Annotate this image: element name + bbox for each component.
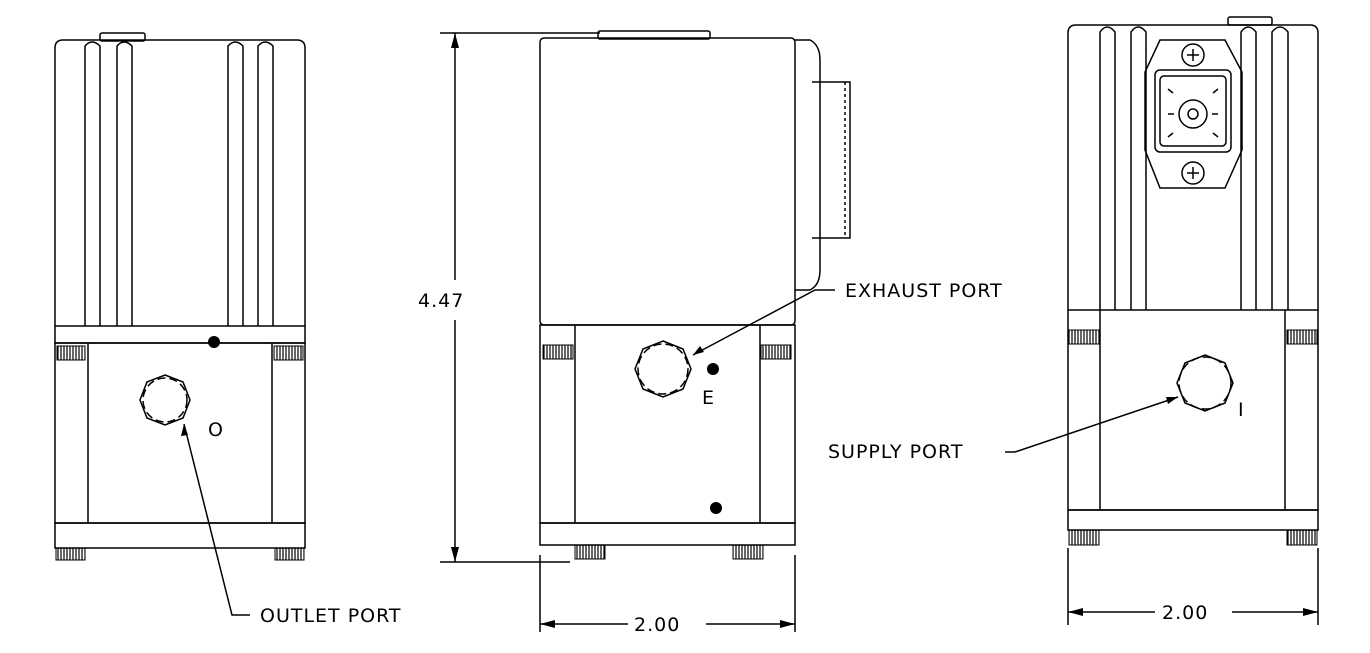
base-plate (1067, 509, 1319, 531)
supply-port-icon (1176, 354, 1234, 412)
knurled-screw (56, 345, 86, 361)
middle-view: E EXHAUST PORT 4.47 2.00 (418, 30, 1003, 636)
mounting-hole (707, 363, 719, 375)
manifold-block (54, 342, 306, 524)
knurled-screw (1286, 329, 1318, 345)
exhaust-leader (692, 289, 835, 356)
width-dimension: 2.00 (539, 555, 796, 636)
foot (55, 547, 86, 561)
foot (274, 547, 305, 561)
width-value: 2.00 (634, 614, 680, 636)
foot (1286, 529, 1318, 546)
screw-icon (1181, 161, 1205, 185)
width-value: 2.00 (1162, 602, 1208, 624)
base-plate (539, 522, 796, 546)
outlet-port-letter: O (208, 419, 224, 441)
top-tab (597, 30, 711, 40)
left-view: O OUTLET PORT (54, 32, 402, 627)
electrical-connector (1144, 39, 1243, 189)
outlet-port-icon (139, 374, 191, 426)
screw-icon (1181, 43, 1205, 67)
upper-body (1067, 24, 1319, 310)
mounting-hole (710, 502, 722, 514)
knurled-screw (273, 345, 304, 361)
exhaust-port-letter: E (702, 387, 715, 409)
right-view: I SUPPLY PORT 2.00 (828, 16, 1319, 625)
outlet-port-label: OUTLET PORT (260, 605, 402, 627)
supply-port-label: SUPPLY PORT (828, 441, 963, 463)
height-dimension: 4.47 (418, 32, 600, 563)
foot (574, 544, 606, 560)
exhaust-port-icon (634, 340, 692, 398)
manifold-block (539, 324, 796, 524)
supply-leader (1005, 396, 1179, 453)
manifold-top (54, 325, 306, 344)
exhaust-port-label: EXHAUST PORT (845, 280, 1003, 302)
manifold-block (1067, 309, 1319, 511)
upper-body (54, 39, 306, 326)
side-connector (795, 39, 851, 291)
knurled-screw (1068, 329, 1100, 345)
knurled-screw (760, 344, 792, 360)
top-tab (99, 32, 146, 42)
width-dimension: 2.00 (1067, 548, 1319, 625)
base-plate (54, 522, 306, 549)
height-value: 4.47 (418, 290, 464, 312)
cooling-fins (1099, 26, 1289, 310)
foot (732, 544, 764, 560)
knurled-screw (542, 344, 574, 360)
top-tab (1227, 16, 1273, 26)
foot (1068, 529, 1100, 546)
outlet-leader (183, 423, 250, 616)
supply-port-letter: I (1238, 399, 1245, 421)
cooling-fins (84, 41, 274, 326)
mounting-hole (208, 336, 220, 348)
upper-body (539, 37, 796, 326)
